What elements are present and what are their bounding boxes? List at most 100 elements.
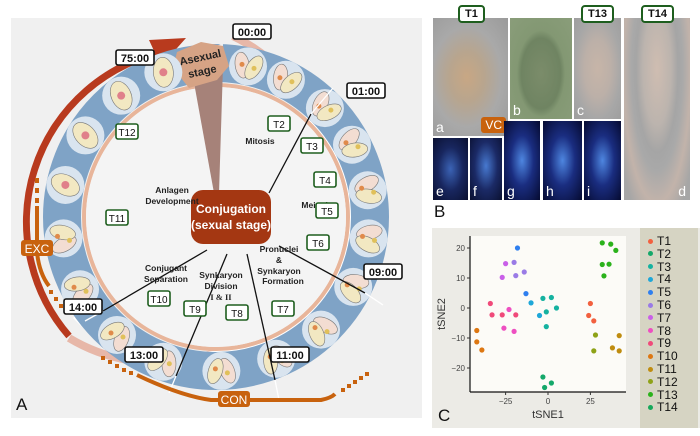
point-t3 <box>543 309 549 315</box>
cell-illustration <box>305 89 344 128</box>
legend-swatch <box>648 315 653 321</box>
point-t9 <box>489 312 495 318</box>
phase-anlagen-1: Anlagen <box>155 185 189 195</box>
y-tick-label: −20 <box>451 364 465 373</box>
cell-illustration <box>102 76 141 115</box>
cell-illustration <box>46 165 85 204</box>
time-point-t9: T9 <box>183 300 207 317</box>
legend-item-t6: T6 <box>648 298 671 312</box>
point-t10 <box>474 339 480 345</box>
conjugation-center-box <box>191 190 271 244</box>
time-point-t11: T11 <box>105 209 129 226</box>
legend-swatch <box>648 302 653 308</box>
asexual-label-2: stage <box>187 63 218 81</box>
point-t12 <box>592 332 599 338</box>
tag-t13: T13 <box>581 5 614 23</box>
legend-swatch <box>648 353 653 359</box>
point-t3 <box>543 324 549 330</box>
svg-text:T2: T2 <box>273 120 285 131</box>
center-label-1: Conjugation <box>196 202 266 216</box>
point-t4 <box>536 312 543 319</box>
y-tick-label: 0 <box>461 304 466 313</box>
phase-synkaryon-3: I & II <box>210 292 232 302</box>
legend-item-t10: T10 <box>648 349 678 363</box>
phase-mitosis: Mitosis <box>245 136 275 146</box>
legend-label: T6 <box>657 298 672 312</box>
point-t3 <box>548 294 554 301</box>
point-t8 <box>506 306 512 313</box>
time-label: 00:00 <box>232 23 272 40</box>
svg-text:T10: T10 <box>150 295 168 306</box>
legend-item-t7: T7 <box>648 311 671 325</box>
svg-text:01:00: 01:00 <box>352 86 380 98</box>
time-label: 75:00 <box>115 49 155 66</box>
time-point-t7: T7 <box>271 300 295 317</box>
point-t5 <box>514 245 521 251</box>
point-t13 <box>613 247 619 253</box>
svg-text:11:00: 11:00 <box>276 350 304 362</box>
time-label: 01:00 <box>346 82 386 99</box>
svg-text:T9: T9 <box>189 305 201 316</box>
legend-item-t9: T9 <box>648 336 671 350</box>
exc-label: EXC <box>25 242 50 256</box>
point-t10 <box>479 347 485 353</box>
point-t6 <box>511 259 517 265</box>
legend-item-t3: T3 <box>648 260 671 274</box>
point-t2 <box>540 374 546 380</box>
spoke-lines <box>102 113 366 381</box>
point-t12 <box>591 348 597 354</box>
phase-separation-1: Conjugant <box>145 263 187 273</box>
time-point-t12: T12 <box>115 123 139 140</box>
phase-separation-2: Separation <box>144 274 188 284</box>
y-tick-label: 20 <box>456 244 465 253</box>
svg-text:T6: T6 <box>312 239 324 250</box>
cell-illustration <box>66 116 105 155</box>
asexual-beam <box>191 66 223 193</box>
point-t7 <box>499 274 505 280</box>
point-t11 <box>616 348 622 354</box>
cell-illustration <box>202 351 241 390</box>
y-tick-label: 10 <box>456 274 465 283</box>
micrograph-h: h <box>543 121 582 200</box>
label-b: b <box>513 102 521 118</box>
micrograph-e: e <box>433 138 468 200</box>
micrograph-i: i <box>584 121 621 200</box>
time-point-t4: T4 <box>313 171 337 188</box>
legend-swatch <box>648 264 653 270</box>
svg-text:T12: T12 <box>118 128 136 139</box>
point-t6 <box>521 269 527 275</box>
point-t13 <box>599 261 605 268</box>
point-t9 <box>513 312 519 318</box>
legend-swatch <box>648 238 653 244</box>
panel-a-conjugation-cycle: Asexual stage Conjugation (sexual stage)… <box>11 18 422 418</box>
cell-illustration <box>98 315 137 354</box>
time-point-t6: T6 <box>306 234 330 251</box>
cell-illustration <box>266 60 305 99</box>
legend-item-t12: T12 <box>648 375 678 389</box>
point-t1 <box>586 312 592 319</box>
svg-text:14:00: 14:00 <box>69 302 97 314</box>
legend-label: T4 <box>657 272 672 287</box>
legend-label: T14 <box>657 400 678 415</box>
cell-illustration <box>302 310 341 349</box>
cell-illustration <box>229 47 268 86</box>
legend-label: T3 <box>657 259 672 274</box>
point-t3 <box>553 305 560 311</box>
micrograph-f: f <box>470 138 502 200</box>
tag-t1: T1 <box>458 5 485 23</box>
point-t5 <box>523 291 529 297</box>
label-c: c <box>577 102 584 118</box>
legend-item-t1: T1 <box>648 234 671 248</box>
label-e: e <box>436 183 444 199</box>
legend-item-t11: T11 <box>648 362 677 376</box>
phase-synkaryon-2: Division <box>204 281 237 291</box>
exc-arc <box>21 178 63 308</box>
panel-letter-c: C <box>438 406 451 425</box>
legend-item-t5: T5 <box>648 285 671 299</box>
point-t11 <box>609 345 616 351</box>
cell-illustration <box>348 171 387 210</box>
cell-illustration <box>44 219 83 258</box>
